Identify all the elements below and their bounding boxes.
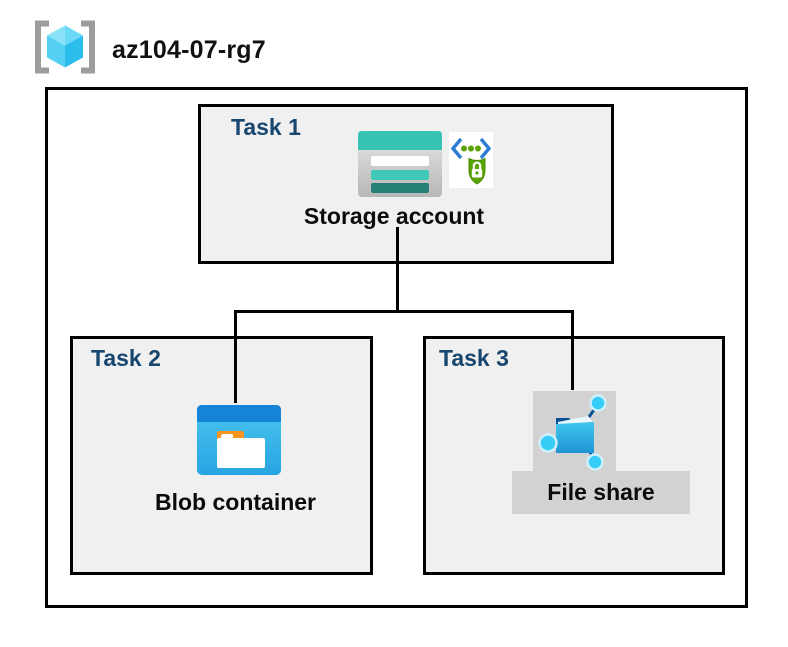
file-share-icon-panel bbox=[533, 391, 616, 471]
task3-box: Task 3 bbox=[423, 336, 725, 575]
blob-container-label: Blob container bbox=[154, 489, 316, 515]
blob-container-icon bbox=[197, 405, 281, 475]
resource-group-title: az104-07-rg7 bbox=[112, 36, 266, 64]
secure-access-badge-icon bbox=[449, 132, 493, 188]
connector-horizontal bbox=[234, 310, 574, 313]
resource-group-icon bbox=[30, 19, 100, 75]
resource-group-icon-svg bbox=[35, 20, 95, 74]
file-share-label: File share bbox=[547, 479, 655, 505]
task2-box: Task 2 Blob container bbox=[70, 336, 373, 575]
task1-label: Task 1 bbox=[231, 114, 301, 140]
connector-to-blob-container bbox=[234, 310, 237, 403]
storage-account-label: Storage account bbox=[303, 203, 485, 229]
task2-label: Task 2 bbox=[91, 345, 161, 371]
task3-label: Task 3 bbox=[439, 345, 509, 371]
storage-account-icon bbox=[358, 131, 442, 197]
file-share-icon bbox=[533, 391, 616, 471]
task1-box: Task 1 bbox=[198, 104, 614, 264]
connector-to-file-share bbox=[571, 310, 574, 390]
connector-storage-stem bbox=[396, 227, 399, 312]
file-share-label-band: File share bbox=[512, 471, 690, 514]
